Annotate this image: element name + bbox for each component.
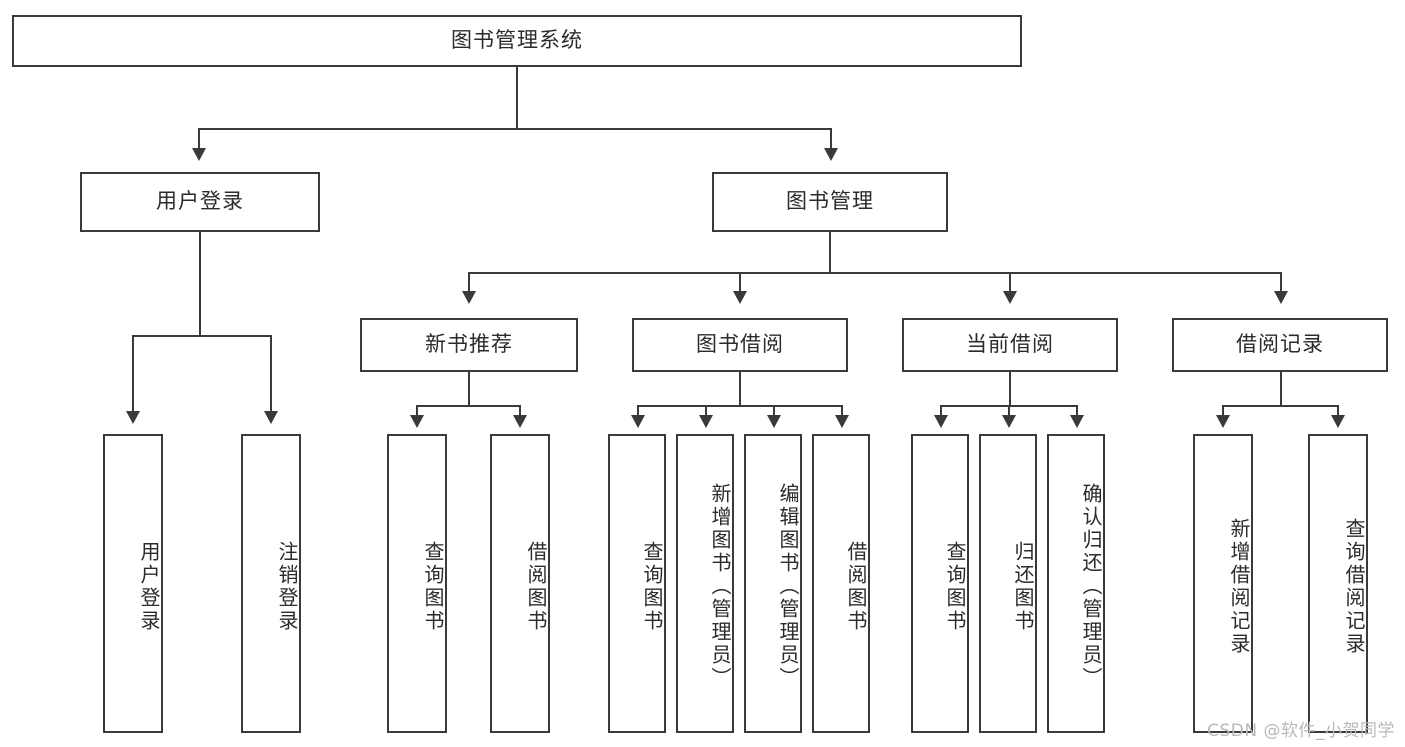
arrow-new-book-leaf-1	[410, 415, 424, 428]
arrow-to-leaf-logout	[264, 411, 278, 424]
connector-book-borrow-leaf-2	[705, 405, 707, 417]
node-label: 借阅记录	[1236, 332, 1324, 357]
node-current-borrow[interactable]: 当前借阅	[902, 318, 1118, 372]
connector-current-borrow-leaf-3	[1076, 405, 1078, 417]
connector-to-current-borrow	[1009, 272, 1011, 294]
arrow-to-user-login	[192, 148, 206, 161]
node-label: 查询图书	[640, 540, 664, 633]
connector-to-user-login	[198, 128, 200, 152]
arrow-to-current-borrow	[1003, 291, 1017, 304]
connector-level3-bus	[468, 272, 1280, 274]
connector-user-login-bus	[132, 335, 272, 337]
connector-level2-bus	[198, 128, 832, 130]
arrow-book-borrow-leaf-4	[835, 415, 849, 428]
arrow-current-borrow-leaf-3	[1070, 415, 1084, 428]
leaf-query-book-current[interactable]: 查询图书	[911, 434, 969, 733]
node-label: 注销登录	[275, 540, 299, 633]
node-label: 编辑图书（管理员）	[776, 483, 800, 690]
node-label: 查询图书	[943, 540, 967, 633]
connector-new-book-bus	[416, 405, 521, 407]
connector-borrow-record-stem	[1280, 372, 1282, 406]
connector-borrow-record-bus	[1222, 405, 1339, 407]
csdn-watermark: CSDN @软件_小贺同学	[1207, 721, 1395, 741]
arrow-to-book-borrow	[733, 291, 747, 304]
arrow-to-leaf-user-login	[126, 411, 140, 424]
connector-book-borrow-leaf-3	[773, 405, 775, 417]
connector-to-book-borrow	[739, 272, 741, 294]
leaf-edit-book-admin[interactable]: 编辑图书（管理员）	[744, 434, 802, 733]
connector-new-book-leaf-2	[519, 405, 521, 417]
node-label: 用户登录	[137, 540, 161, 633]
connector-current-borrow-leaf-1	[940, 405, 942, 417]
node-label: 图书借阅	[696, 332, 784, 357]
connector-to-book-management	[830, 128, 832, 152]
node-label: 图书管理	[786, 189, 874, 214]
leaf-add-borrow-record[interactable]: 新增借阅记录	[1193, 434, 1253, 733]
connector-to-borrow-record	[1280, 272, 1282, 294]
leaf-query-book-borrow[interactable]: 查询图书	[608, 434, 666, 733]
connector-book-borrow-leaf-1	[637, 405, 639, 417]
connector-book-borrow-leaf-4	[841, 405, 843, 417]
connector-root-stem	[516, 67, 518, 129]
node-label: 当前借阅	[966, 332, 1054, 357]
arrow-current-borrow-leaf-1	[934, 415, 948, 428]
arrow-book-borrow-leaf-2	[699, 415, 713, 428]
connector-to-leaf-logout	[270, 335, 272, 415]
node-label: 归还图书	[1011, 540, 1035, 633]
leaf-user-login[interactable]: 用户登录	[103, 434, 163, 733]
connector-new-book-leaf-1	[416, 405, 418, 417]
node-new-book-recommend[interactable]: 新书推荐	[360, 318, 578, 372]
leaf-query-borrow-record[interactable]: 查询借阅记录	[1308, 434, 1368, 733]
connector-borrow-record-leaf-2	[1337, 405, 1339, 417]
node-label: 查询图书	[421, 540, 445, 633]
node-label: 查询借阅记录	[1342, 517, 1366, 656]
arrow-book-borrow-leaf-1	[631, 415, 645, 428]
node-label: 用户登录	[156, 189, 244, 214]
arrow-borrow-record-leaf-1	[1216, 415, 1230, 428]
connector-current-borrow-stem	[1009, 372, 1011, 406]
leaf-confirm-return-admin[interactable]: 确认归还（管理员）	[1047, 434, 1105, 733]
leaf-return-book[interactable]: 归还图书	[979, 434, 1037, 733]
node-label: 借阅图书	[524, 540, 548, 633]
node-label: 新书推荐	[425, 332, 513, 357]
arrow-borrow-record-leaf-2	[1331, 415, 1345, 428]
arrow-to-borrow-record	[1274, 291, 1288, 304]
leaf-add-book-admin[interactable]: 新增图书（管理员）	[676, 434, 734, 733]
connector-borrow-record-leaf-1	[1222, 405, 1224, 417]
node-root-book-management-system[interactable]: 图书管理系统	[12, 15, 1022, 67]
node-user-login[interactable]: 用户登录	[80, 172, 320, 232]
connector-new-book-stem	[468, 372, 470, 406]
arrow-to-book-management	[824, 148, 838, 161]
leaf-borrow-book[interactable]: 借阅图书	[812, 434, 870, 733]
node-label: 图书管理系统	[451, 28, 583, 53]
leaf-query-book-new[interactable]: 查询图书	[387, 434, 447, 733]
connector-book-borrow-bus	[637, 405, 843, 407]
node-label: 新增借阅记录	[1227, 517, 1251, 656]
node-label: 确认归还（管理员）	[1079, 483, 1103, 690]
arrow-to-new-book	[462, 291, 476, 304]
node-borrow-record[interactable]: 借阅记录	[1172, 318, 1388, 372]
node-book-borrow[interactable]: 图书借阅	[632, 318, 848, 372]
arrow-new-book-leaf-2	[513, 415, 527, 428]
leaf-borrow-book-new[interactable]: 借阅图书	[490, 434, 550, 733]
connector-to-new-book	[468, 272, 470, 294]
node-book-management[interactable]: 图书管理	[712, 172, 948, 232]
connector-book-borrow-stem	[739, 372, 741, 406]
connector-to-leaf-user-login	[132, 335, 134, 415]
node-label: 借阅图书	[844, 540, 868, 633]
connector-book-management-stem	[829, 232, 831, 274]
arrow-current-borrow-leaf-2	[1002, 415, 1016, 428]
arrow-book-borrow-leaf-3	[767, 415, 781, 428]
leaf-logout[interactable]: 注销登录	[241, 434, 301, 733]
connector-user-login-stem	[199, 232, 201, 336]
connector-current-borrow-leaf-2	[1008, 405, 1010, 417]
node-label: 新增图书（管理员）	[708, 483, 732, 690]
